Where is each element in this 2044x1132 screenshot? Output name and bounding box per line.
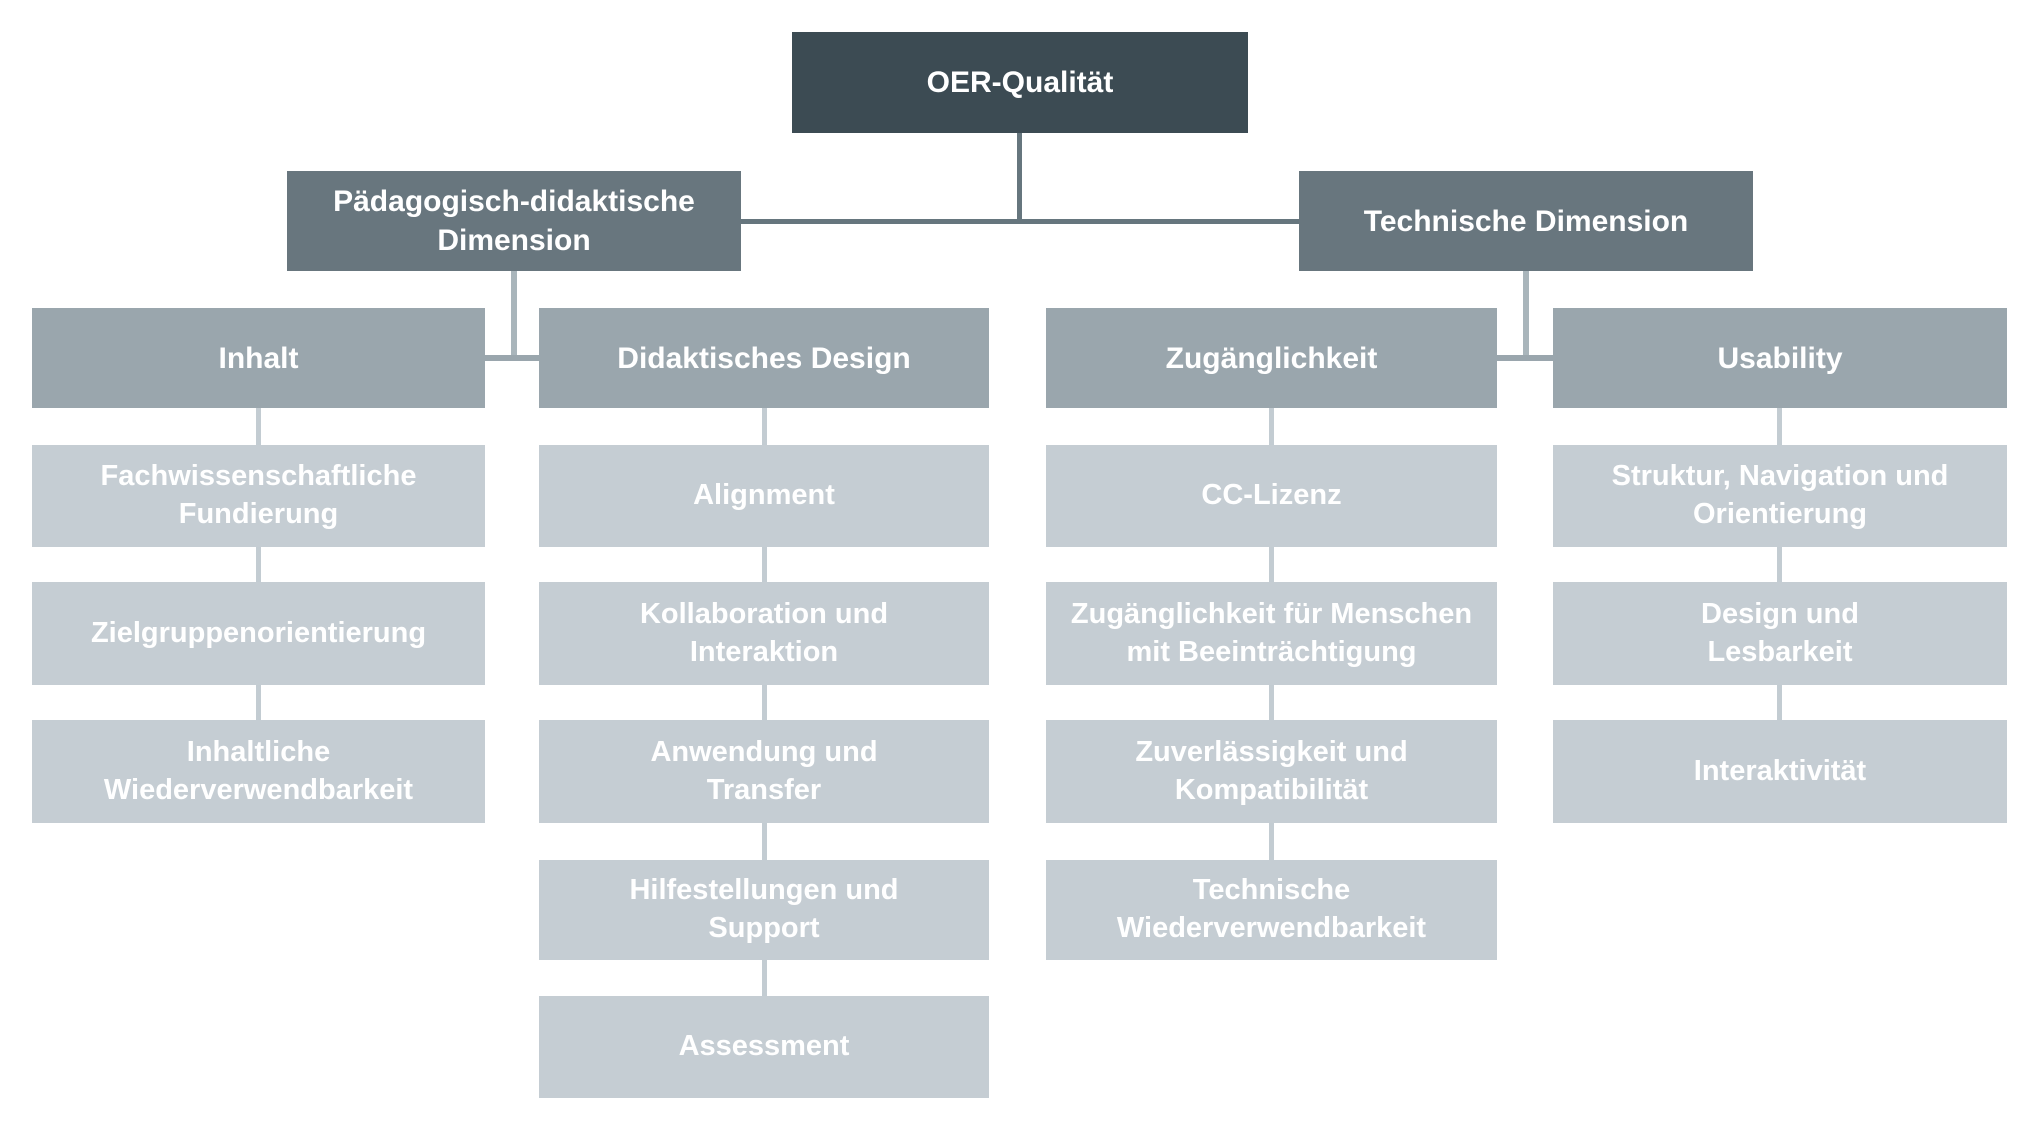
node-oer-qualitaet-label: OER-Qualität: [926, 66, 1114, 99]
node-didaktisches-design-label: Didaktisches Design: [617, 341, 911, 375]
node-technische-wiederverwendbarkeit-label: Technische Wiederverwendbarkeit: [1116, 874, 1427, 944]
connector-root-vertical: [1017, 133, 1022, 224]
node-zugaenglichkeit-fuer-menschen-label: Zugänglichkeit für Menschen mit Beeinträ…: [1070, 597, 1473, 668]
node-fachwissenschaftliche-fundierung: Fachwissenschaftliche Fundierung: [32, 445, 485, 547]
connector-dimensions-horizontal: [741, 219, 1299, 224]
node-cc-lizenz-label: CC-Lizenz: [1201, 479, 1342, 512]
node-zuverlaessigkeit-und-kompatibilitaet-label: Zuverlässigkeit und Kompatibilität: [1135, 735, 1408, 806]
node-anwendung-und-transfer-label: Anwendung und Transfer: [650, 735, 878, 806]
node-design-und-lesbarkeit-label: Design und Lesbarkeit: [1701, 597, 1859, 668]
node-usability-label: Usability: [1717, 341, 1843, 375]
connector-col4-1: [1777, 408, 1782, 445]
node-zugaenglichkeit: Zugänglichkeit: [1046, 308, 1497, 408]
node-kollaboration-und-interaktion-label: Kollaboration und Interaktion: [639, 597, 889, 668]
node-didaktisches-design: Didaktisches Design: [539, 308, 989, 408]
node-zuverlaessigkeit-und-kompatibilitaet: Zuverlässigkeit und Kompatibilität: [1046, 720, 1497, 823]
node-interaktivitaet: Interaktivität: [1553, 720, 2007, 823]
connector-dim2-vertical: [1523, 271, 1529, 361]
connector-col2-1: [762, 408, 767, 445]
connector-col4-3: [1777, 685, 1782, 720]
connector-col2-2: [762, 547, 767, 582]
node-inhaltliche-wiederverwendbarkeit-label: Inhaltliche Wiederverwendbarkeit: [103, 735, 414, 806]
connector-col3-4: [1269, 823, 1274, 860]
node-inhalt: Inhalt: [32, 308, 485, 408]
node-zugaenglichkeit-fuer-menschen: Zugänglichkeit für Menschen mit Beeinträ…: [1046, 582, 1497, 685]
connector-dim1-vertical: [511, 271, 517, 361]
node-zielgruppenorientierung-label: Zielgruppenorientierung: [90, 616, 427, 649]
node-hilfestellungen-und-support: Hilfestellungen und Support: [539, 860, 989, 960]
node-inhaltliche-wiederverwendbarkeit: Inhaltliche Wiederverwendbarkeit: [32, 720, 485, 823]
connector-stub-zugaenglichkeit-usability: [1497, 355, 1553, 361]
connector-col3-2: [1269, 547, 1274, 582]
connector-col2-4: [762, 823, 767, 860]
node-design-und-lesbarkeit: Design und Lesbarkeit: [1553, 582, 2007, 685]
node-technische-wiederverwendbarkeit: Technische Wiederverwendbarkeit: [1046, 860, 1497, 960]
connector-col4-2: [1777, 547, 1782, 582]
node-kollaboration-und-interaktion: Kollaboration und Interaktion: [539, 582, 989, 685]
connector-col2-5: [762, 960, 767, 996]
node-oer-qualitaet: OER-Qualität: [792, 32, 1248, 133]
node-alignment: Alignment: [539, 445, 989, 547]
node-technische-dimension-label: Technische Dimension: [1363, 204, 1689, 238]
connector-col2-3: [762, 685, 767, 720]
connector-col3-1: [1269, 408, 1274, 445]
connector-stub-inhalt-didaktisch: [485, 355, 539, 361]
node-alignment-label: Alignment: [693, 479, 835, 512]
node-paedagogisch-didaktische-dimension: Pädagogisch-didaktische Dimension: [287, 171, 741, 271]
node-assessment: Assessment: [539, 996, 989, 1098]
connector-col1-3: [256, 685, 261, 720]
node-technische-dimension: Technische Dimension: [1299, 171, 1753, 271]
node-hilfestellungen-und-support-label: Hilfestellungen und Support: [629, 874, 899, 944]
connector-col3-3: [1269, 685, 1274, 720]
node-anwendung-und-transfer: Anwendung und Transfer: [539, 720, 989, 823]
node-inhalt-label: Inhalt: [218, 341, 299, 375]
node-zugaenglichkeit-label: Zugänglichkeit: [1165, 341, 1378, 375]
node-interaktivitaet-label: Interaktivität: [1693, 754, 1867, 787]
node-cc-lizenz: CC-Lizenz: [1046, 445, 1497, 547]
node-struktur-navigation-orientierung-label: Struktur, Navigation und Orientierung: [1611, 460, 1949, 530]
node-zielgruppenorientierung: Zielgruppenorientierung: [32, 582, 485, 685]
connector-col1-2: [256, 547, 261, 582]
node-struktur-navigation-orientierung: Struktur, Navigation und Orientierung: [1553, 445, 2007, 547]
node-usability: Usability: [1553, 308, 2007, 408]
node-fachwissenschaftliche-fundierung-label: Fachwissenschaftliche Fundierung: [100, 460, 417, 530]
connector-col1-1: [256, 408, 261, 445]
node-paedagogisch-didaktische-dimension-label: Pädagogisch-didaktische Dimension: [333, 185, 695, 257]
node-assessment-label: Assessment: [678, 1030, 850, 1063]
